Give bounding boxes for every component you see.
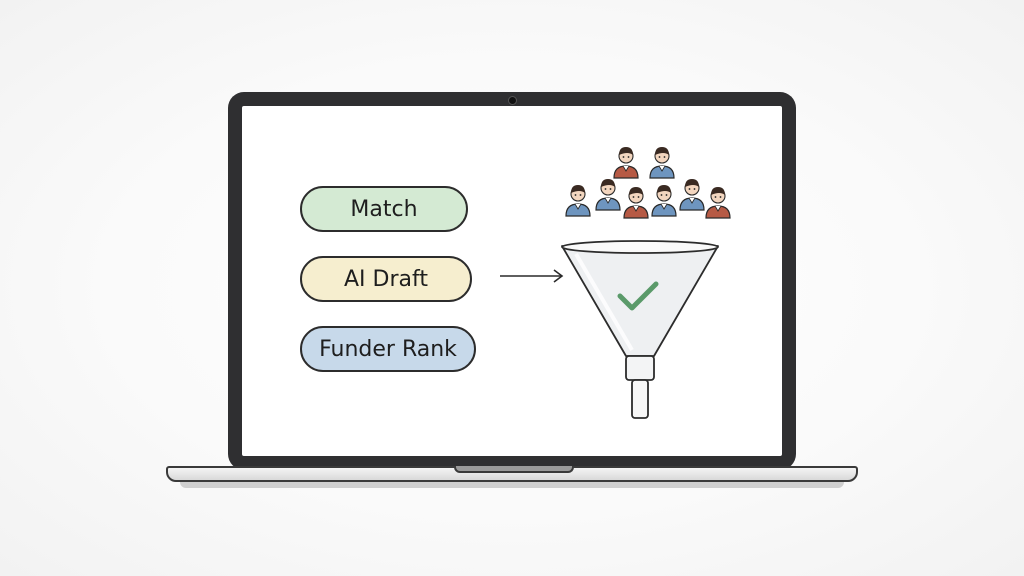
step-funder-rank-pill[interactable]: Funder Rank xyxy=(300,326,476,372)
step-match-label: Match xyxy=(350,196,418,222)
person-icon xyxy=(565,185,591,217)
funnel-icon xyxy=(561,240,719,419)
laptop-base xyxy=(166,466,858,482)
step-ai-draft-pill[interactable]: AI Draft xyxy=(300,256,472,302)
laptop-lid: Match AI Draft Funder Rank xyxy=(228,92,796,470)
person-icon xyxy=(623,187,649,219)
person-icon xyxy=(649,147,675,179)
person-icon xyxy=(705,187,731,219)
step-ai-draft-label: AI Draft xyxy=(344,266,428,292)
laptop-trackpad-notch xyxy=(454,466,574,473)
people-group-icon xyxy=(565,147,731,219)
funnel-diagram xyxy=(561,147,731,419)
step-funder-rank-label: Funder Rank xyxy=(319,336,457,362)
laptop-screen: Match AI Draft Funder Rank xyxy=(242,106,782,456)
arrow-right-icon xyxy=(500,269,564,283)
person-icon xyxy=(613,147,639,179)
webcam-icon xyxy=(508,96,517,105)
step-match-pill[interactable]: Match xyxy=(300,186,468,232)
person-icon xyxy=(679,179,705,211)
person-icon xyxy=(595,179,621,211)
person-icon xyxy=(651,185,677,217)
checkmark-icon xyxy=(617,281,659,311)
laptop-base-shadow xyxy=(180,482,844,488)
